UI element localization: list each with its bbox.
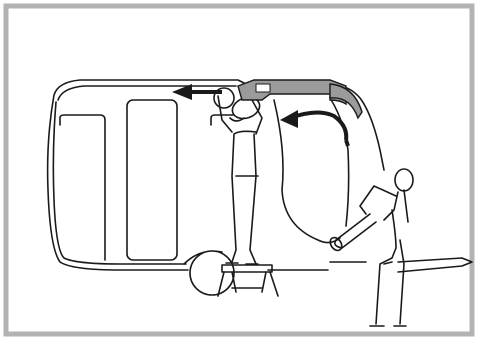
awning-corner (330, 84, 362, 118)
rail-slot (256, 84, 270, 92)
awning-roll-end (328, 235, 344, 252)
drawbar (398, 258, 472, 272)
side-window (127, 100, 177, 260)
arrow-curved-right-icon (280, 110, 348, 146)
person-on-stool (214, 88, 263, 264)
person-pulling-awning (360, 169, 413, 326)
caravan-inner-outline (53, 86, 236, 264)
wheel (190, 251, 234, 295)
front-window (60, 115, 105, 260)
